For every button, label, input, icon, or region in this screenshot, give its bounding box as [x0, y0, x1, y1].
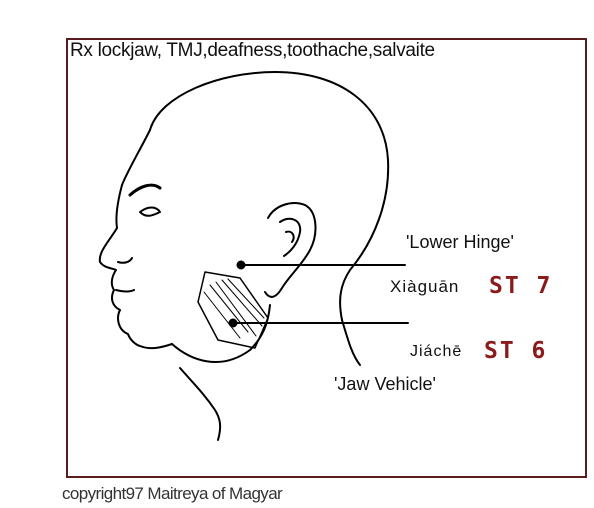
ear-inner — [280, 219, 300, 256]
st7-pinyin-label: Xiàguān — [390, 277, 459, 297]
eye — [140, 208, 160, 216]
st6-code-label: ST 6 — [484, 338, 547, 364]
neck-front — [180, 368, 220, 440]
nostril — [118, 258, 132, 263]
face-profile — [100, 130, 172, 348]
skull-outline — [150, 72, 388, 320]
copyright-text: copyright97 Maitreya of Magyar — [62, 484, 282, 504]
cheek-hatching — [198, 272, 268, 348]
eyebrow — [130, 185, 160, 195]
st6-english-label: 'Jaw Vehicle' — [334, 374, 436, 395]
st7-code-label: ST 7 — [489, 273, 552, 299]
st7-english-label: 'Lower Hinge' — [406, 232, 514, 253]
st6-pinyin-label: Jiáchē — [410, 343, 462, 361]
mouth-line — [116, 290, 134, 292]
indications-title: Rx lockjaw, TMJ,deafness,toothache,salva… — [70, 40, 435, 62]
neck-back — [342, 320, 360, 365]
